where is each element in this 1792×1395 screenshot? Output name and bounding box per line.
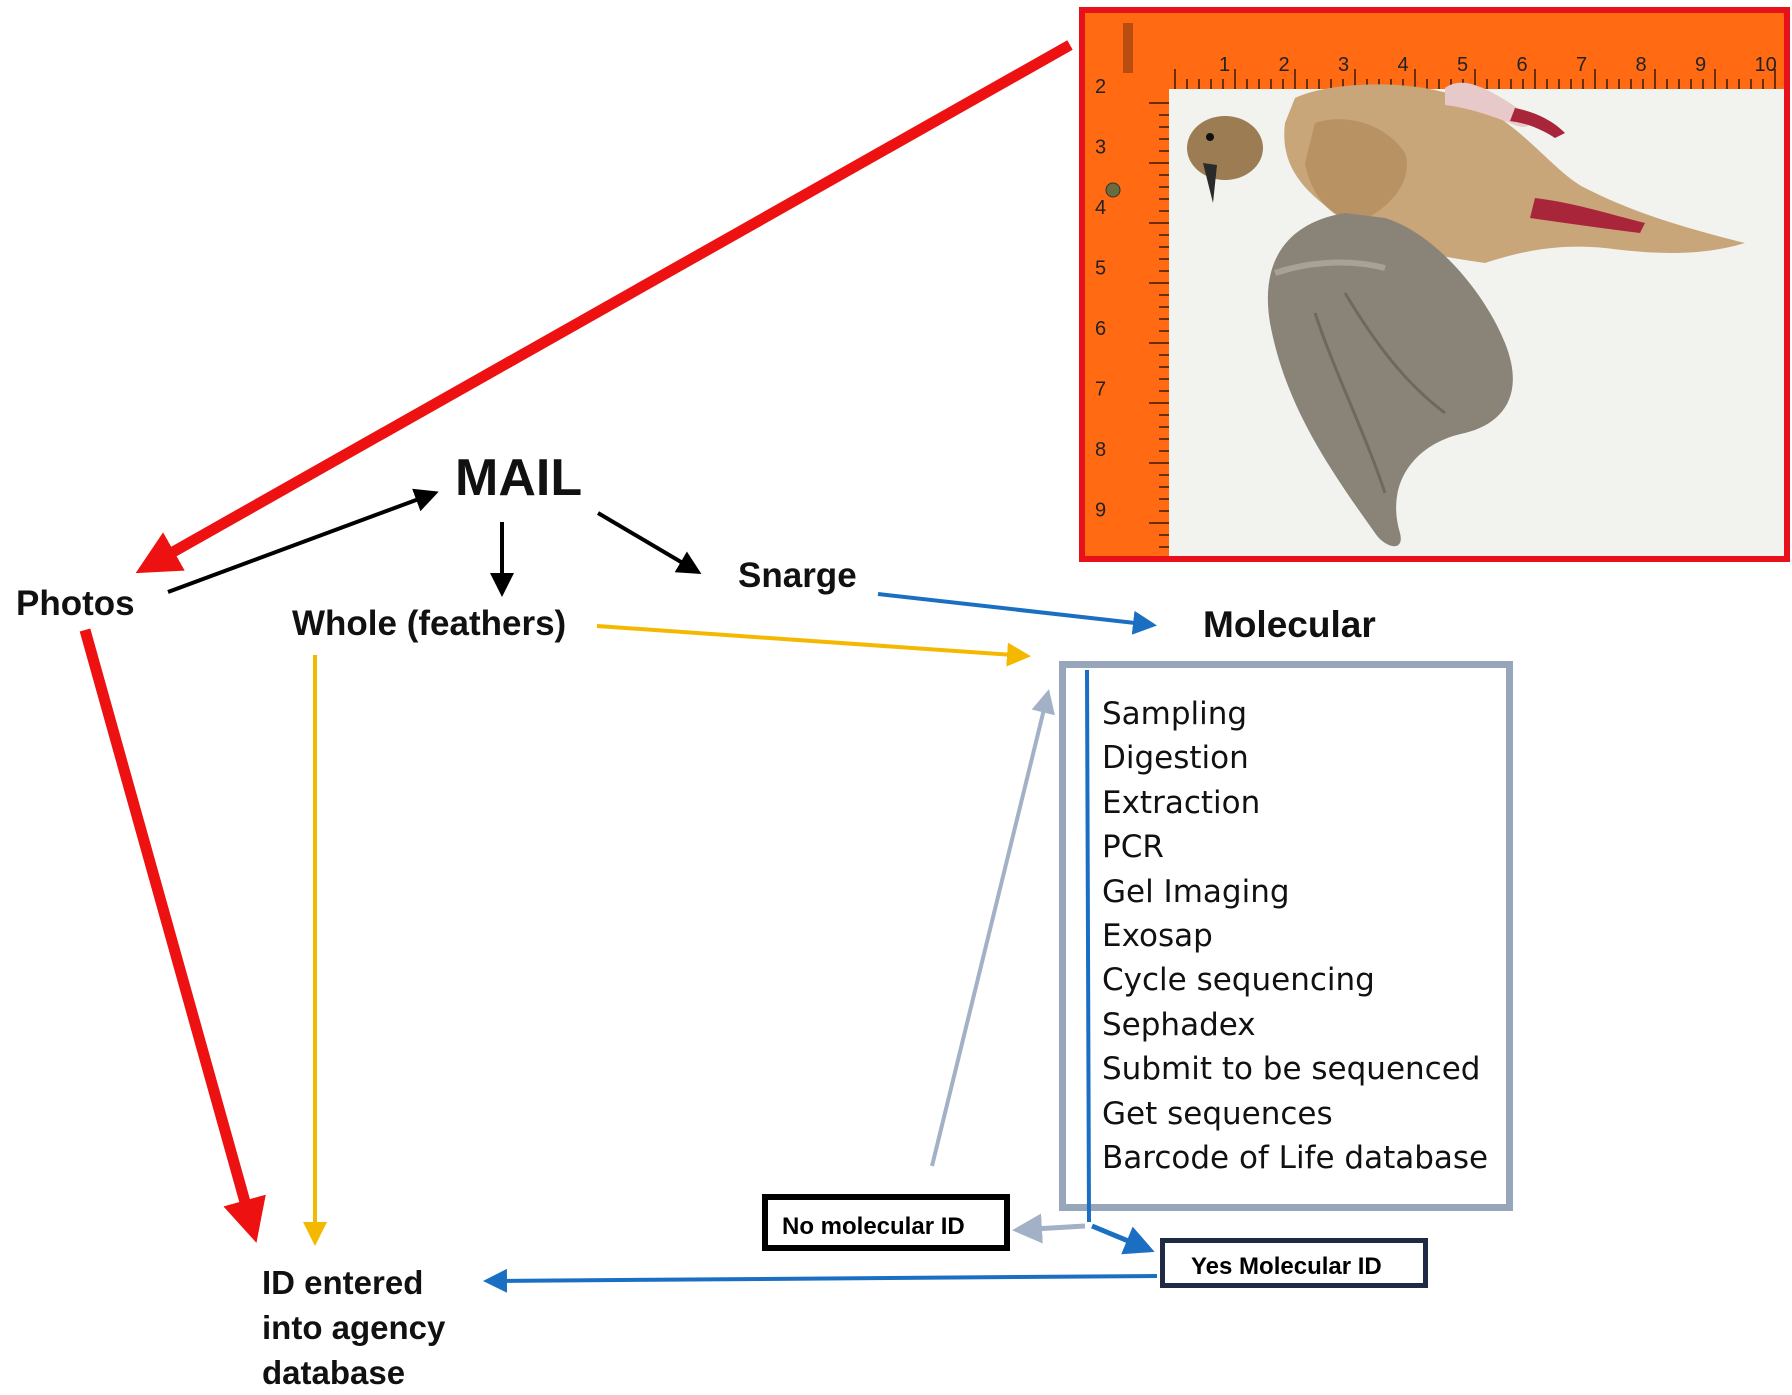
ruler-side-number: 4 xyxy=(1095,197,1106,219)
id-entered-label: ID entered into agency database xyxy=(262,1264,446,1391)
arrow-no-to-box xyxy=(930,689,1055,1167)
ruler-top-number: 1 xyxy=(1219,54,1230,76)
ruler-side-number: 3 xyxy=(1095,137,1106,159)
molecular-step: Barcode of Life database xyxy=(1102,1140,1489,1177)
ruler-top xyxy=(1085,13,1784,89)
photos-label: Photos xyxy=(16,584,135,623)
ruler-side-number: 5 xyxy=(1095,258,1106,280)
arrow-to-yes-molecular xyxy=(1091,1223,1155,1255)
ruler-top-number: 4 xyxy=(1398,54,1409,76)
molecular-step: Gel Imaging xyxy=(1102,873,1290,910)
molecular-process-line xyxy=(1085,669,1091,1223)
molecular-step: Exosap xyxy=(1102,918,1213,955)
arrow-photos-to-id xyxy=(79,628,266,1243)
yes-molecular-id-box: Yes Molecular ID xyxy=(1160,1238,1428,1288)
molecular-step: Sampling xyxy=(1102,696,1248,732)
molecular-step: PCR xyxy=(1102,829,1164,866)
ruler-top-number: 8 xyxy=(1636,54,1647,76)
ruler-top-number: 6 xyxy=(1517,54,1528,76)
molecular-step: Digestion xyxy=(1102,740,1249,777)
ruler-side-number: 9 xyxy=(1095,500,1106,522)
molecular-step: Submit to be sequenced xyxy=(1102,1051,1481,1088)
arrow-mail-to-snarge xyxy=(596,511,702,575)
ruler-top-number: 5 xyxy=(1457,54,1468,76)
ruler-side-number: 6 xyxy=(1095,318,1106,340)
arrow-photos-to-mail xyxy=(167,488,439,594)
arrow-snarge-to-molecular xyxy=(877,592,1157,635)
mail-label: MAIL xyxy=(455,449,583,507)
arrow-photo-to-photos xyxy=(135,40,1073,574)
arrow-yes-to-id xyxy=(483,1268,1158,1293)
no-molecular-id-box: No molecular ID xyxy=(762,1194,1010,1251)
molecular-step: Get sequences xyxy=(1102,1095,1333,1132)
arrow-to-no-molecular xyxy=(1012,1213,1086,1244)
whole-feathers-label: Whole (feathers) xyxy=(292,604,567,643)
ruler-top-number: 10 xyxy=(1755,54,1777,76)
ruler-top-number: 7 xyxy=(1576,54,1587,76)
bird xyxy=(1187,82,1745,547)
arrow-whole-to-box xyxy=(596,624,1031,667)
bird-ruler-illustration: 1 2 3 4 5 6 7 8 9 10 2 3 4 5 6 7 8 9 xyxy=(1085,13,1784,556)
ruler-side-number: 7 xyxy=(1095,379,1106,401)
ruler-top-number: 9 xyxy=(1695,54,1706,76)
molecular-step: Extraction xyxy=(1102,784,1261,821)
ruler-top-number: 3 xyxy=(1338,54,1349,76)
bird-specimen-photo: 1 2 3 4 5 6 7 8 9 10 2 3 4 5 6 7 8 9 xyxy=(1079,7,1790,562)
molecular-step: Cycle sequencing xyxy=(1102,962,1375,999)
ruler-side-number: 8 xyxy=(1095,439,1106,461)
ruler-top-number: 2 xyxy=(1279,54,1290,76)
molecular-step: Sephadex xyxy=(1102,1006,1256,1043)
ruler-side-number: 2 xyxy=(1095,76,1106,98)
snarge-label: Snarge xyxy=(738,556,857,595)
molecular-label: Molecular xyxy=(1203,604,1376,645)
